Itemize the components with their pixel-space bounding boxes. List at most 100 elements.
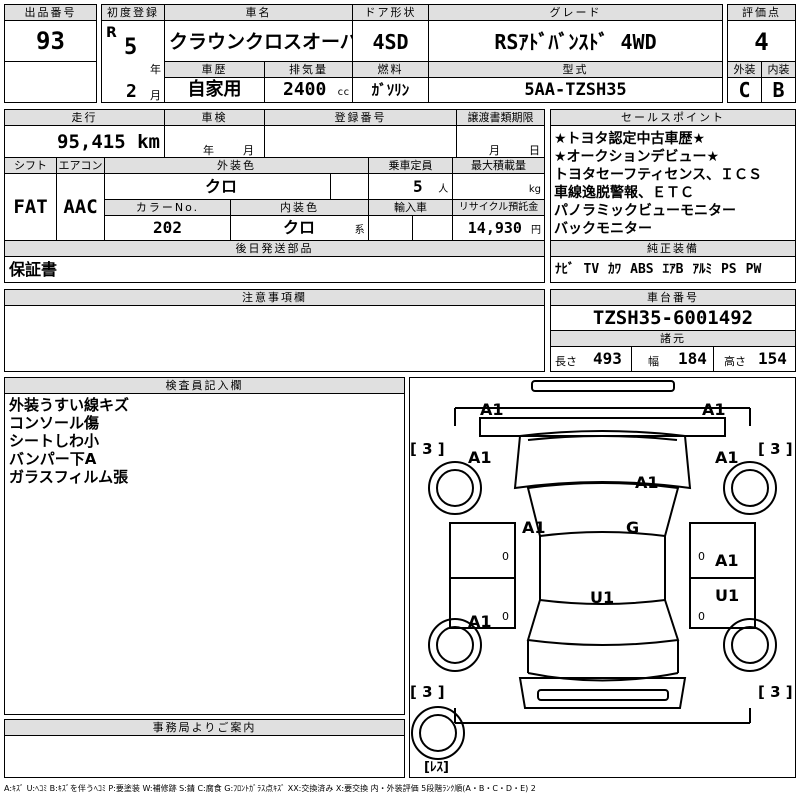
width: 184 bbox=[678, 349, 707, 368]
mark-front-fender-right: A1 bbox=[715, 448, 739, 467]
mark-front-bumper-left: A1 bbox=[480, 400, 504, 419]
history: 自家用 bbox=[164, 77, 265, 103]
inspection-box: 年 月 bbox=[164, 125, 265, 158]
equipment-item: ｶﾜ bbox=[608, 262, 622, 277]
inspector-label: 検査員記入欄 bbox=[4, 377, 405, 394]
ext-color-label: 外装色 bbox=[104, 157, 369, 174]
first-reg-label: 初度登録 bbox=[101, 4, 165, 21]
mark-front-door-left: A1 bbox=[522, 518, 546, 537]
displacement: 2400 bbox=[283, 79, 327, 100]
length-label: 長さ bbox=[555, 355, 577, 368]
insp-year-unit: 年 bbox=[203, 144, 214, 157]
door-label: ドア形状 bbox=[352, 4, 429, 21]
later-parts-label: 後日発送部品 bbox=[4, 240, 545, 257]
inspector-line: シートしわ小 bbox=[9, 432, 100, 450]
mark-rear-door-right: A1 bbox=[715, 551, 739, 570]
fuel-label: 燃料 bbox=[352, 61, 429, 78]
length-box: 長さ 493 bbox=[550, 346, 632, 372]
equipment-item: PW bbox=[745, 262, 762, 277]
capacity-unit: 人 bbox=[438, 184, 449, 195]
displacement-box: 2400 cc bbox=[264, 77, 353, 103]
lot-label: 出品番号 bbox=[4, 4, 97, 21]
recycle-box: 14,930 円 bbox=[452, 215, 545, 241]
sales-points: ★トヨタ認定中古車歴★ ★オークションデビュー★ トヨタセーフティセンス、ＩＣＳ… bbox=[550, 125, 796, 241]
score: 4 bbox=[727, 20, 796, 62]
int-color-box: クロ 系 bbox=[230, 215, 369, 241]
max-load-box: kg bbox=[452, 173, 545, 200]
reg-month: 2 bbox=[126, 81, 137, 102]
inspector-line: バンパー下A bbox=[9, 450, 97, 468]
car-outline bbox=[411, 380, 777, 760]
color-no: 202 bbox=[104, 215, 231, 241]
minor-mark: 0 bbox=[698, 550, 705, 563]
chassis-label: 車台番号 bbox=[550, 289, 796, 306]
equipment-item: ABS bbox=[630, 262, 654, 277]
exterior-label: 外装 bbox=[727, 61, 762, 78]
recycle: 14,930 bbox=[467, 219, 522, 237]
equipment-item: ｱﾙﾐ bbox=[692, 262, 712, 277]
grade-label: グレード bbox=[428, 4, 723, 21]
int-color: クロ bbox=[283, 218, 316, 237]
ext-color: クロ bbox=[104, 173, 331, 200]
recycle-label: リサイクル預託金 bbox=[452, 199, 545, 216]
sales-line: ★トヨタ認定中古車歴★ bbox=[554, 131, 706, 147]
ac-label: エアコン bbox=[56, 157, 105, 174]
sales-label: セールスポイント bbox=[550, 109, 796, 126]
shift: FAT bbox=[4, 173, 57, 241]
tire-spare: [ﾚｽ] bbox=[424, 760, 449, 775]
minor-mark: 0 bbox=[698, 610, 705, 623]
model-label: 型式 bbox=[428, 61, 723, 78]
door-type: 4SD bbox=[352, 20, 429, 62]
interior-grade: B bbox=[761, 77, 796, 103]
equipment-item: ﾅﾋﾞ bbox=[555, 262, 575, 277]
int-color-label: 内装色 bbox=[230, 199, 369, 216]
equipment-label: 純正装備 bbox=[550, 240, 796, 257]
import-label: 輸入車 bbox=[368, 199, 453, 216]
grade: RSｱﾄﾞﾊﾞﾝｽﾄﾞ 4WD bbox=[428, 20, 723, 62]
mark-rear-fender-right: U1 bbox=[715, 586, 740, 605]
shift-label: シフト bbox=[4, 157, 57, 174]
month-unit: 月 bbox=[150, 89, 161, 102]
import-b bbox=[412, 215, 453, 241]
tire-rear-left: [ 3 ] bbox=[410, 683, 445, 701]
transfer-label: 譲渡書類期限 bbox=[456, 109, 545, 126]
later-parts: 保証書 bbox=[4, 256, 545, 283]
int-color-unit: 系 bbox=[354, 225, 365, 236]
notes-area bbox=[4, 305, 545, 372]
era: R bbox=[106, 25, 117, 41]
equipment-list: ﾅﾋﾞ TV ｶﾜ ABS ｴｱB ｱﾙﾐ PS PW bbox=[550, 256, 796, 283]
specs-label: 諸元 bbox=[550, 330, 796, 347]
mark-roof: U1 bbox=[590, 588, 615, 607]
mileage-label: 走行 bbox=[4, 109, 165, 126]
office-area bbox=[4, 735, 405, 778]
exterior-grade: C bbox=[727, 77, 762, 103]
minor-mark: 0 bbox=[502, 610, 509, 623]
mileage-unit: km bbox=[137, 131, 160, 153]
sales-line: トヨタセーフティセンス、ＩＣＳ bbox=[554, 167, 763, 183]
equipment-item: ｴｱB bbox=[662, 262, 684, 277]
height: 154 bbox=[758, 349, 787, 368]
history-label: 車歴 bbox=[164, 61, 265, 78]
mark-rear-fender-left: A1 bbox=[468, 612, 492, 631]
legend: A:ｷｽﾞ U:ﾍｺﾐ B:ｷｽﾞを伴うﾍｺﾐ P:要塗装 W:補修跡 S:錆 … bbox=[4, 784, 536, 793]
mark-front-bumper-right: A1 bbox=[702, 400, 726, 419]
lot-number: 93 bbox=[4, 20, 97, 62]
length: 493 bbox=[593, 349, 622, 368]
regno bbox=[264, 125, 457, 158]
car-name-label: 車名 bbox=[164, 4, 353, 21]
insp-month-unit: 月 bbox=[243, 144, 254, 157]
recycle-unit: 円 bbox=[531, 225, 541, 236]
first-reg-box: R 5 年 2 月 bbox=[101, 20, 165, 103]
equipment-item: PS bbox=[720, 262, 737, 277]
minor-mark: 0 bbox=[502, 550, 509, 563]
equipment-item: TV bbox=[583, 262, 600, 277]
transfer-box: 月 日 bbox=[456, 125, 545, 158]
sales-line: 車線逸脱警報、ＥＴＣ bbox=[554, 185, 694, 201]
mileage-box: 95,415 km bbox=[4, 125, 165, 158]
transfer-month-unit: 月 bbox=[489, 144, 500, 157]
displacement-unit: cc bbox=[337, 87, 350, 98]
year-unit: 年 bbox=[150, 63, 161, 76]
reg-year: 5 bbox=[124, 35, 138, 60]
mileage: 95,415 bbox=[57, 131, 126, 153]
regno-label: 登録番号 bbox=[264, 109, 457, 126]
